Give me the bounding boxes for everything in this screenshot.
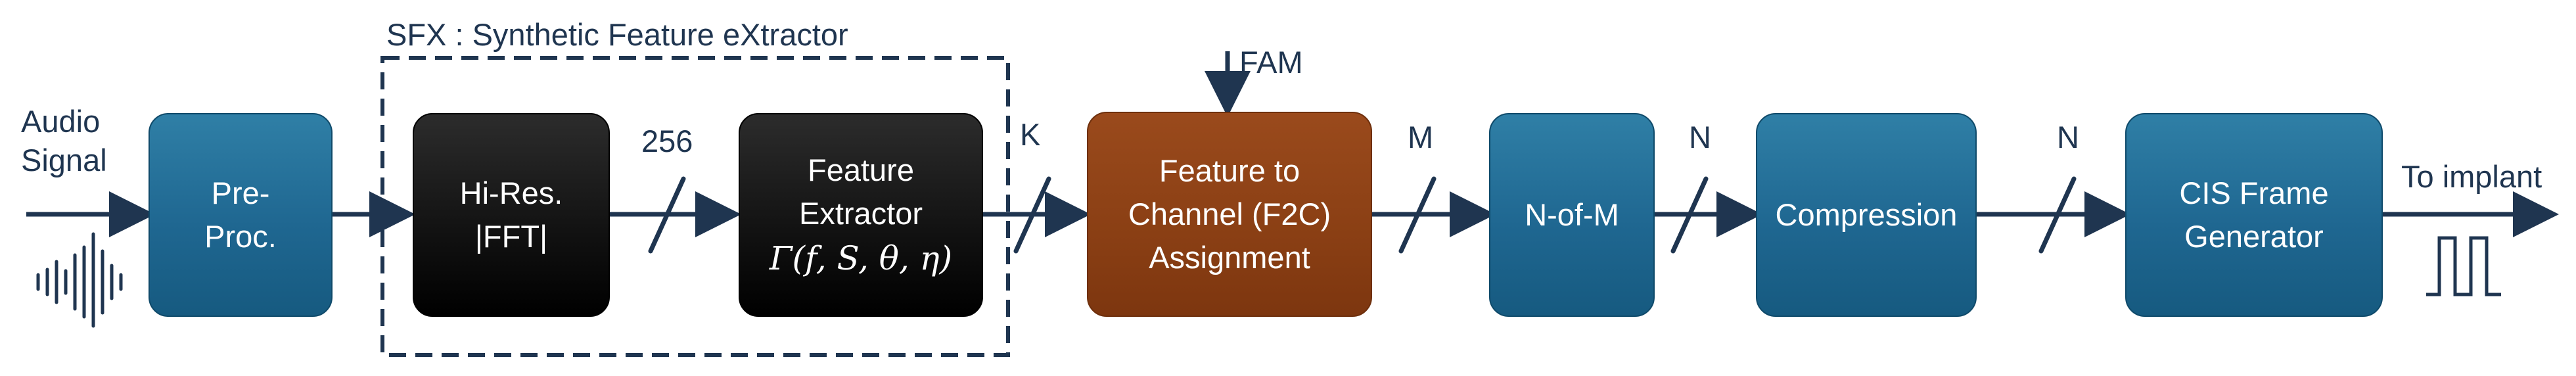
input-label-line1: Audio bbox=[21, 104, 101, 139]
preproc-line2: Proc. bbox=[204, 219, 277, 254]
cis-line1: CIS Frame bbox=[2179, 176, 2329, 211]
feature-extractor-block: Feature Extractor Γ(f, S, θ, η) bbox=[739, 113, 983, 317]
nofm-block: N-of-M bbox=[1489, 113, 1655, 317]
fam-label: FAM bbox=[1239, 45, 1303, 80]
audio-waveform-icon bbox=[36, 232, 123, 328]
compression-block: Compression bbox=[1756, 113, 1977, 317]
output-label: To implant bbox=[2401, 159, 2542, 194]
f2c-line1: Feature to bbox=[1159, 153, 1300, 189]
bus-slash-n1 bbox=[1670, 176, 1709, 254]
bus-label-k: K bbox=[1020, 117, 1041, 152]
pulse-train-icon bbox=[2426, 236, 2501, 296]
bus-label-n2: N bbox=[2057, 120, 2079, 154]
input-label-line2: Signal bbox=[21, 142, 107, 177]
fft-block: Hi-Res. |FFT| bbox=[413, 113, 610, 317]
extractor-line1: Feature bbox=[808, 153, 914, 188]
bus-slash-n2 bbox=[2038, 176, 2077, 254]
extractor-formula: Γ(f, S, θ, η) bbox=[769, 239, 953, 277]
f2c-line2: Channel (F2C) bbox=[1128, 197, 1331, 232]
cis-frame-generator-block: CIS Frame Generator bbox=[2125, 113, 2383, 317]
input-label: Audio Signal bbox=[21, 103, 107, 180]
fft-line2: |FFT| bbox=[474, 219, 548, 254]
preproc-line1: Pre- bbox=[211, 176, 270, 211]
bus-label-m: M bbox=[1408, 120, 1434, 154]
f2c-block: Feature to Channel (F2C) Assignment bbox=[1087, 112, 1372, 317]
sfx-label: SFX : Synthetic Feature eXtractor bbox=[386, 17, 848, 52]
fft-line1: Hi-Res. bbox=[459, 176, 563, 211]
bus-slash-256 bbox=[648, 176, 686, 254]
extractor-line2: Extractor bbox=[798, 196, 923, 231]
bus-label-n1: N bbox=[1689, 120, 1711, 154]
bus-slash-m bbox=[1398, 176, 1437, 254]
f2c-line3: Assignment bbox=[1149, 239, 1310, 275]
cis-line2: Generator bbox=[2184, 219, 2324, 254]
compression-label: Compression bbox=[1775, 197, 1958, 233]
bus-label-256: 256 bbox=[641, 124, 693, 158]
preproc-block: Pre- Proc. bbox=[149, 113, 333, 317]
bus-slash-k bbox=[1013, 176, 1051, 254]
nofm-label: N-of-M bbox=[1525, 197, 1619, 233]
